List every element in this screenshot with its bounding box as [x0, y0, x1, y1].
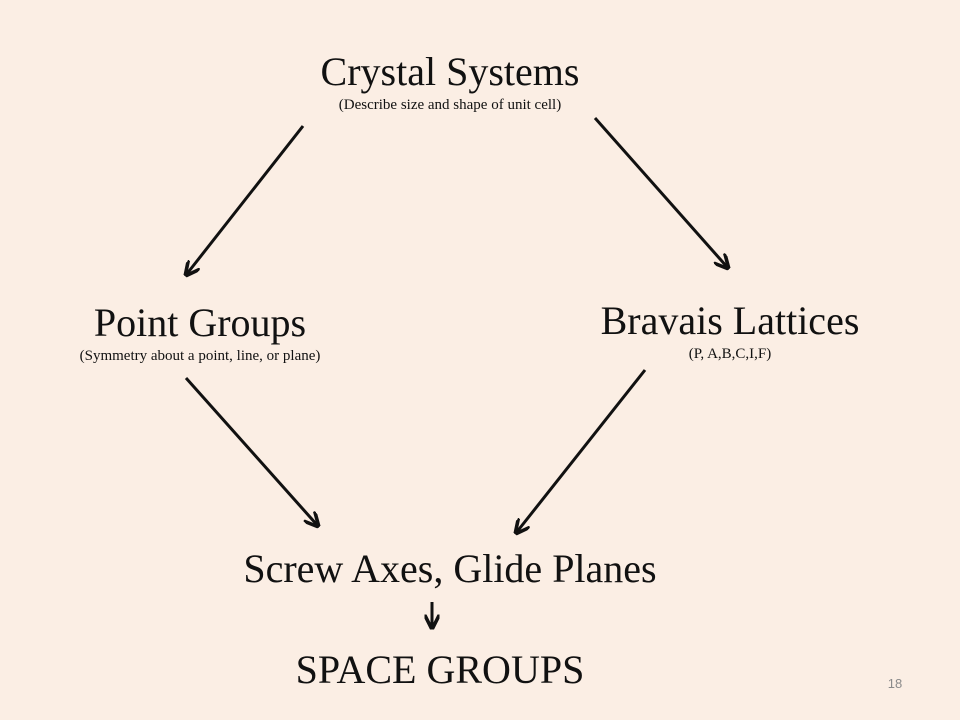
screw-axes-title: Screw Axes, Glide Planes — [243, 546, 657, 591]
space-groups-title: SPACE GROUPS — [295, 647, 585, 692]
bravais-lattices-title: Bravais Lattices — [600, 298, 860, 343]
arrow-crystal-to-point — [186, 125, 305, 275]
arrow-crystal-to-bravais — [593, 117, 728, 268]
bravais-lattices-node: Bravais Lattices (P, A,B,C,I,F) — [540, 299, 920, 363]
arrow-point-to-screw — [184, 377, 318, 526]
crystal-systems-title: Crystal Systems — [320, 49, 580, 94]
point-groups-subtitle: (Symmetry about a point, line, or plane) — [79, 348, 321, 364]
screw-axes-node: Screw Axes, Glide Planes — [180, 547, 720, 591]
bravais-lattices-subtitle: (P, A,B,C,I,F) — [688, 346, 772, 362]
page-number: 18 — [887, 676, 903, 691]
point-groups-node: Point Groups (Symmetry about a point, li… — [20, 301, 380, 365]
crystal-systems-subtitle: (Describe size and shape of unit cell) — [338, 97, 562, 113]
crystal-systems-node: Crystal Systems (Describe size and shape… — [250, 50, 650, 114]
arrow-bravais-to-screw — [516, 369, 647, 533]
point-groups-title: Point Groups — [93, 300, 307, 345]
space-groups-node: SPACE GROUPS — [220, 648, 660, 692]
